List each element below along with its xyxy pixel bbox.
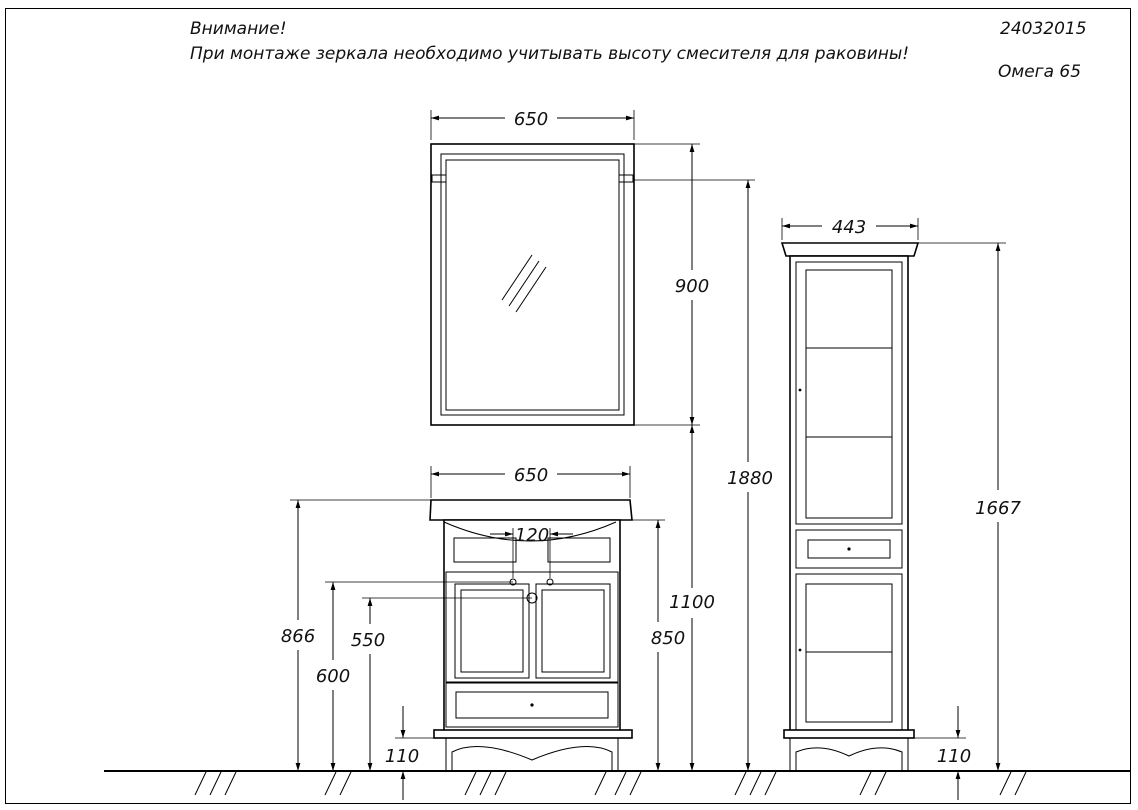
vanity-leg-height-label: 110 — [385, 746, 419, 767]
dim-pipe-height: 550 — [351, 597, 532, 771]
vanity-top-height-label: 866 — [281, 626, 315, 647]
mirror — [430, 143, 635, 426]
vanity — [429, 499, 633, 772]
dim-cabinet-leg-height: 110 — [914, 706, 971, 800]
cabinet-leg-height-label: 110 — [937, 746, 971, 767]
dim-vanity-width: 650 — [430, 465, 631, 498]
dim-mirror-height: 900 — [634, 143, 709, 426]
dim-total-height: 1880 — [634, 179, 773, 771]
mirror-bottom-height-label: 1100 — [669, 592, 715, 613]
drain-height-label: 600 — [316, 666, 350, 687]
dim-cabinet-height: 1667 — [918, 242, 1021, 771]
dim-drain-height: 600 — [316, 581, 513, 771]
dim-vanity-leg-height: 110 — [385, 706, 434, 800]
vanity-width-label: 650 — [514, 465, 548, 486]
tall-cabinet — [780, 242, 920, 772]
drawing-code: 24032015 — [1000, 19, 1087, 39]
dim-mirror-bottom: 1100 — [669, 425, 715, 771]
warning-title: Внимание! — [190, 19, 287, 39]
dim-vanity-top-height: 866 — [281, 499, 431, 771]
dim-faucet-spacing: 120 — [490, 525, 573, 578]
floor — [104, 770, 1130, 796]
mirror-width-label: 650 — [514, 109, 548, 130]
dim-vanity-body-height: 850 — [630, 519, 685, 771]
mirror-height-label: 900 — [675, 276, 709, 297]
vanity-body-height-label: 850 — [651, 628, 685, 649]
cabinet-height-label: 1667 — [975, 498, 1021, 519]
warning-text: При монтаже зеркала необходимо учитывать… — [190, 44, 910, 64]
dim-cabinet-width: 443 — [781, 217, 919, 240]
faucet-spacing-label: 120 — [515, 525, 549, 546]
dim-mirror-width: 650 — [430, 109, 635, 140]
mirror-glass-icon — [501, 254, 547, 313]
model-name: Омега 65 — [998, 62, 1082, 82]
pipe-height-label: 550 — [351, 630, 385, 651]
total-height-label: 1880 — [727, 468, 773, 489]
cabinet-width-label: 443 — [832, 217, 866, 238]
